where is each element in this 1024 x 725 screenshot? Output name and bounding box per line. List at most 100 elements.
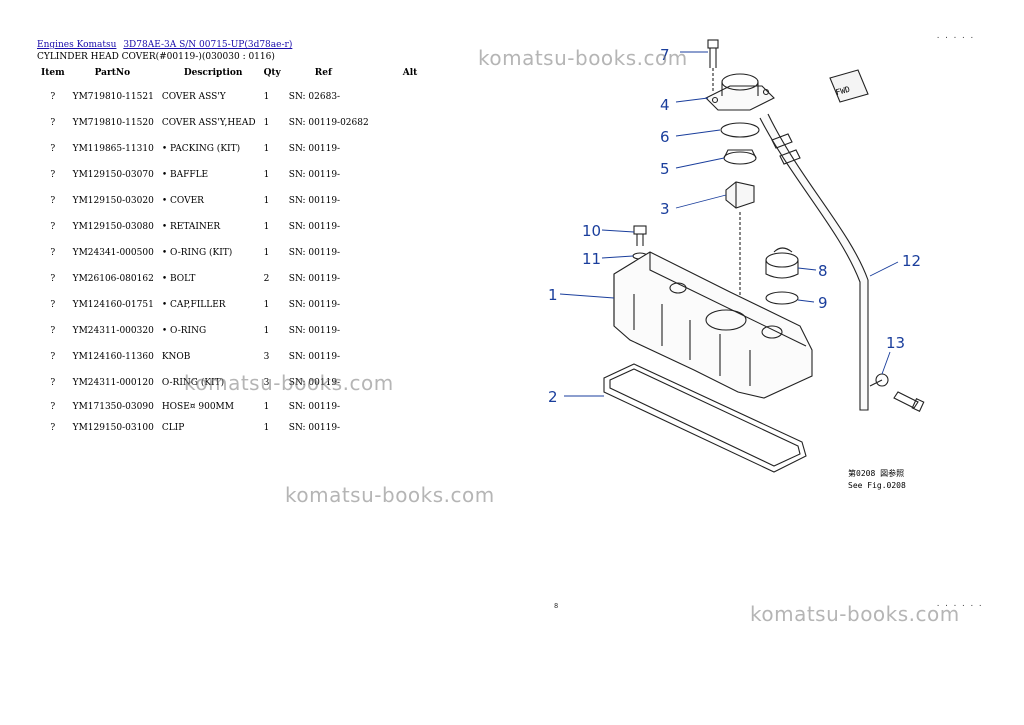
cell-partno: YM171350-03090 xyxy=(72,401,154,412)
cell-ref: SN: 00119- xyxy=(288,422,341,433)
part-cover-4 xyxy=(705,73,775,111)
cell-ref: SN: 00119- xyxy=(288,222,341,232)
part-hose-12 xyxy=(759,113,869,411)
cell-partno: YM119865-11310 xyxy=(72,144,154,154)
figure-reference-en: See Fig.0208 xyxy=(848,481,906,490)
part-retainer-5 xyxy=(723,149,757,165)
cell-ref: SN: 00119- xyxy=(288,248,341,258)
page-mark-bottom-left: 8 xyxy=(554,602,559,610)
cell-alt xyxy=(373,266,422,292)
cell-partno: YM129150-03070 xyxy=(72,170,154,180)
callout-12: 12 xyxy=(902,252,921,270)
callout-8: 8 xyxy=(818,262,828,280)
cell-description: KNOB xyxy=(161,352,191,362)
cell-qty: 1 xyxy=(263,300,270,310)
cell-ref: SN: 00119- xyxy=(288,196,341,206)
callout-2: 2 xyxy=(548,388,558,406)
col-header-item: Item xyxy=(41,68,65,78)
exploded-parts-diagram: FWD xyxy=(548,39,925,490)
page-mark-bottom-right: · · · · · · xyxy=(936,602,983,610)
part-cylinder-head-cover-1 xyxy=(613,251,813,399)
cell-description: CLIP xyxy=(161,422,185,433)
breadcrumb: Engines Komatsu 3D78AE-3A S/N 00715-UP(3… xyxy=(37,40,296,50)
callout-4: 4 xyxy=(660,96,670,114)
cell-qty: 1 xyxy=(263,170,270,180)
cell-description: COVER ASS'Y xyxy=(161,92,226,102)
col-header-alt: Alt xyxy=(402,68,418,78)
cell-partno: YM124160-11360 xyxy=(72,352,154,362)
cell-item: ? xyxy=(50,300,56,310)
cell-description: • O-RING (KIT) xyxy=(161,248,233,258)
fwd-indicator: FWD xyxy=(829,69,869,103)
table-row: ? YM119865-11310 • PACKING (KIT) 1 SN: 00119… xyxy=(37,136,421,162)
col-header-ref: Ref xyxy=(314,68,332,78)
fwd-label: FWD xyxy=(835,85,851,97)
page-mark-top-right: · · · · · xyxy=(936,34,974,42)
page-title: CYLINDER HEAD COVER(#00119-)(030030 : 01… xyxy=(37,52,275,62)
cell-alt xyxy=(373,162,422,188)
watermark: komatsu-books.com xyxy=(184,371,394,395)
cell-qty: 1 xyxy=(263,196,270,206)
callout-numbers: 7 4 6 5 3 10 11 8 12 1 9 13 2 xyxy=(548,46,921,406)
cell-qty: 1 xyxy=(263,222,270,232)
cell-description: • CAP,FILLER xyxy=(161,300,226,310)
part-clip-13 xyxy=(869,373,925,412)
cell-ref: SN: 00119- xyxy=(288,300,341,310)
cell-qty: 1 xyxy=(263,144,270,154)
cell-ref: SN: 00119- xyxy=(288,170,341,180)
cell-partno: YM719810-11521 xyxy=(72,92,154,102)
cell-partno: YM24311-000120 xyxy=(72,378,154,388)
watermark: komatsu-books.com xyxy=(285,483,495,507)
cell-alt xyxy=(373,417,422,438)
cell-ref: SN: 00119- xyxy=(288,352,341,362)
cell-alt xyxy=(373,136,422,162)
cell-description: HOSE¤ 900MM xyxy=(161,401,234,412)
cell-qty: 1 xyxy=(263,248,270,258)
cell-alt xyxy=(373,188,422,214)
part-filler-cap-8 xyxy=(765,247,799,279)
cell-partno: YM719810-11520 xyxy=(72,118,154,128)
col-header-partno: PartNo xyxy=(94,68,131,78)
cell-qty: 2 xyxy=(263,274,270,284)
cell-item: ? xyxy=(50,92,56,102)
cell-item: ? xyxy=(50,196,56,206)
callout-6: 6 xyxy=(660,128,670,146)
table-header-row: Item PartNo Description Qty Ref Alt xyxy=(37,64,421,84)
callout-13: 13 xyxy=(886,334,905,352)
part-oring-6 xyxy=(720,122,760,138)
cell-description: • PACKING (KIT) xyxy=(161,144,241,154)
cell-ref: SN: 00119- xyxy=(288,274,341,284)
cell-alt xyxy=(373,214,422,240)
part-baffle-3 xyxy=(725,181,755,302)
callout-3: 3 xyxy=(660,200,670,218)
watermark: komatsu-books.com xyxy=(750,602,960,626)
breadcrumb-link-model[interactable]: 3D78AE-3A S/N 00715-UP(3d78ae-r) xyxy=(123,40,293,50)
cell-item: ? xyxy=(50,352,56,362)
parts-table: Item PartNo Description Qty Ref Alt ? YM7… xyxy=(37,64,421,438)
callout-10: 10 xyxy=(582,222,601,240)
cell-item: ? xyxy=(50,222,56,232)
cell-ref: SN: 00119- xyxy=(288,144,341,154)
breadcrumb-link-engines[interactable]: Engines Komatsu xyxy=(37,40,117,50)
cell-item: ? xyxy=(50,144,56,154)
watermark: komatsu-books.com xyxy=(478,46,688,70)
callout-11: 11 xyxy=(582,250,601,268)
cell-ref: SN: 02683- xyxy=(288,92,341,102)
cell-item: ? xyxy=(50,326,56,336)
cell-partno: YM129150-03100 xyxy=(72,422,154,433)
cell-description: • COVER xyxy=(161,196,204,206)
cell-alt xyxy=(373,240,422,266)
cell-alt xyxy=(373,84,422,110)
